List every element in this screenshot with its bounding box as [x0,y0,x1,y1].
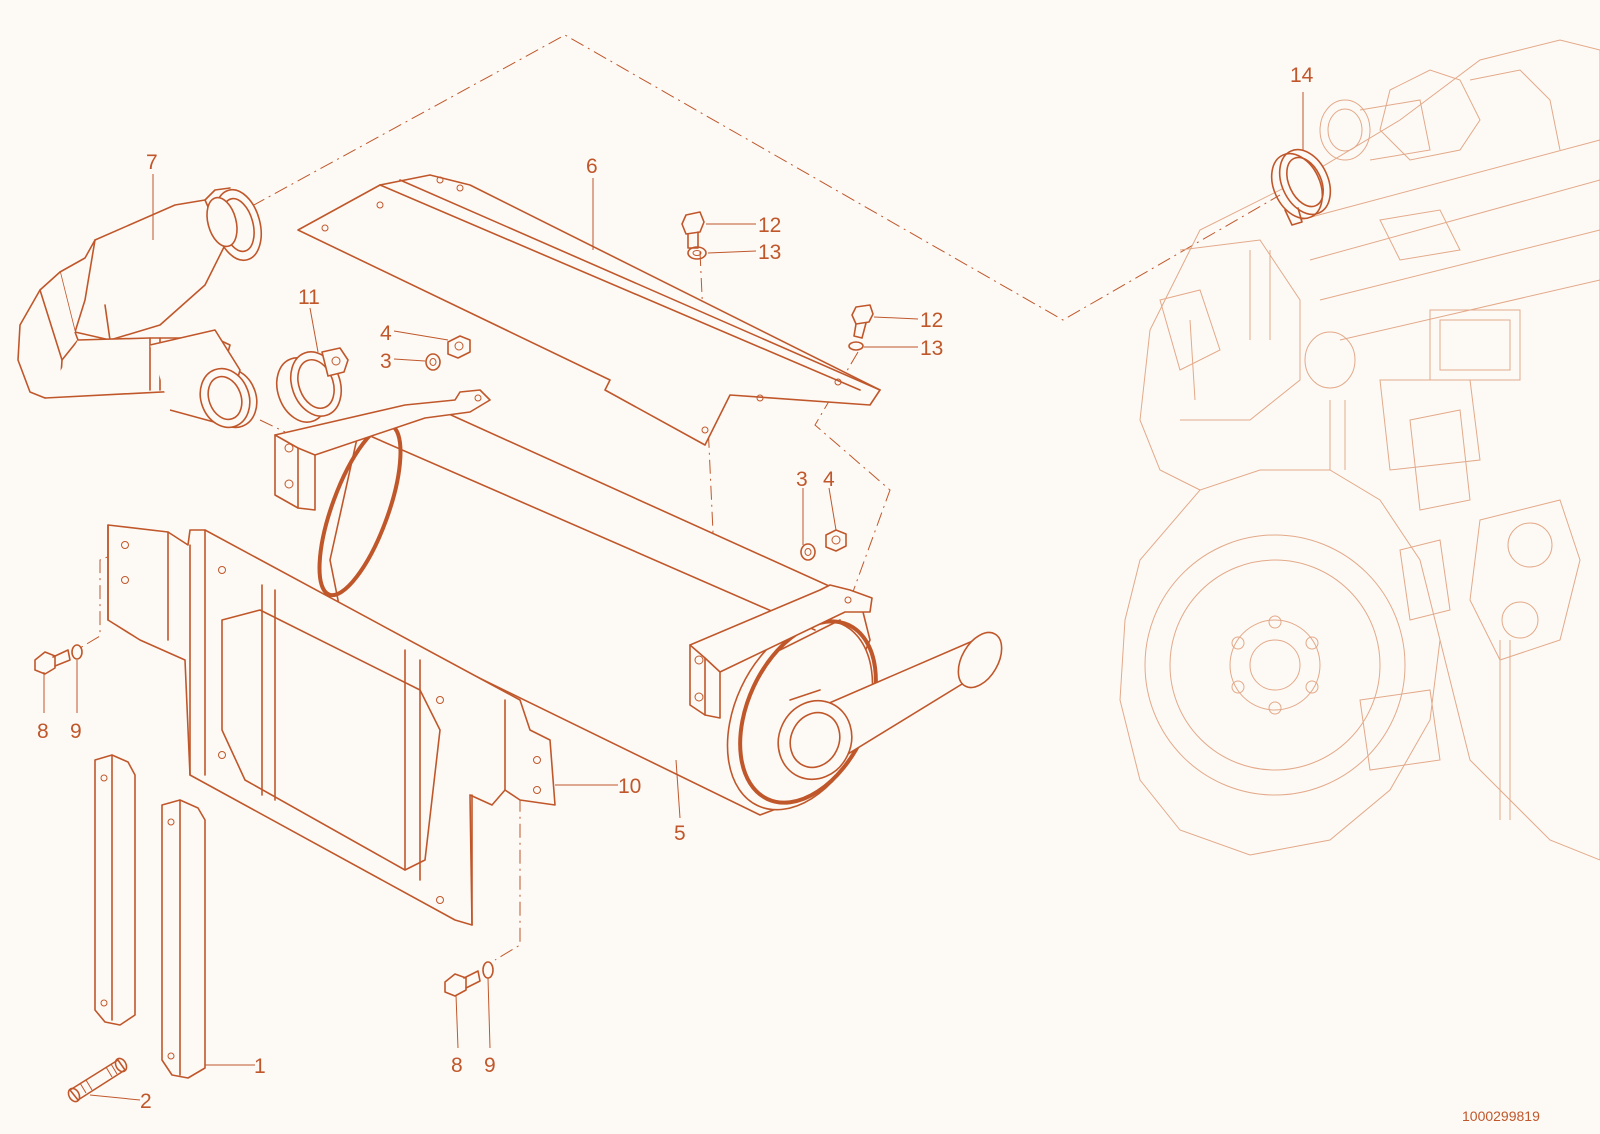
muffler-bracket-left [274,389,491,511]
strap-part-1-rear [94,754,136,1026]
callout-9-left: 9 [70,720,82,743]
mounting-plate-part-10 [107,524,556,926]
callout-13-lower: 13 [920,337,943,360]
callout-12-upper: 12 [758,214,781,237]
callout-8-left: 8 [37,720,49,743]
washer-part-3-upper [425,353,441,371]
bolt-part-8-right [444,970,481,997]
callout-5: 5 [674,822,686,845]
callout-4-upper: 4 [380,322,392,345]
callout-10: 10 [618,775,641,798]
bolt-part-12-upper [681,211,705,249]
leader-lines [43,92,1304,1101]
callout-9-right: 9 [484,1054,496,1077]
callout-4-lower: 4 [823,468,835,491]
callout-11: 11 [298,286,320,309]
washer-part-13-lower [848,341,864,351]
strap-part-1-front [161,799,206,1079]
nut-part-4-upper [447,335,471,359]
exhaust-pipe-part-7 [17,187,263,429]
callout-3-lower: 3 [796,468,808,491]
callout-3-upper: 3 [380,350,392,373]
callout-12-lower: 12 [920,309,943,332]
callout-6: 6 [586,155,598,178]
heat-shield-part-6 [297,174,881,446]
callout-1: 1 [254,1055,266,1078]
callout-13-upper: 13 [758,241,781,264]
washer-part-13-upper [687,246,707,260]
clamp-part-11 [275,347,349,423]
callout-labels: 1 2 3 3 4 4 5 6 7 8 8 9 9 10 11 12 12 13… [37,64,1540,1124]
washer-part-9-left [71,644,83,660]
callout-14: 14 [1290,64,1314,87]
washer-part-9-right [482,961,494,979]
muffler-part-5 [317,409,1003,816]
engine-illustration [1119,39,1600,861]
muffler-bracket-right [689,584,873,719]
callout-8-right: 8 [451,1054,463,1077]
hose-clamp-part-14 [1270,148,1332,226]
document-number: 1000299819 [1462,1108,1540,1124]
bolt-part-12-lower [851,304,874,339]
washer-part-3-lower [800,543,816,561]
bolt-part-8-left [34,649,71,675]
nut-part-4-lower [825,529,847,552]
stud-part-2 [67,1057,128,1103]
callout-2: 2 [140,1090,152,1113]
callout-7: 7 [146,151,158,174]
